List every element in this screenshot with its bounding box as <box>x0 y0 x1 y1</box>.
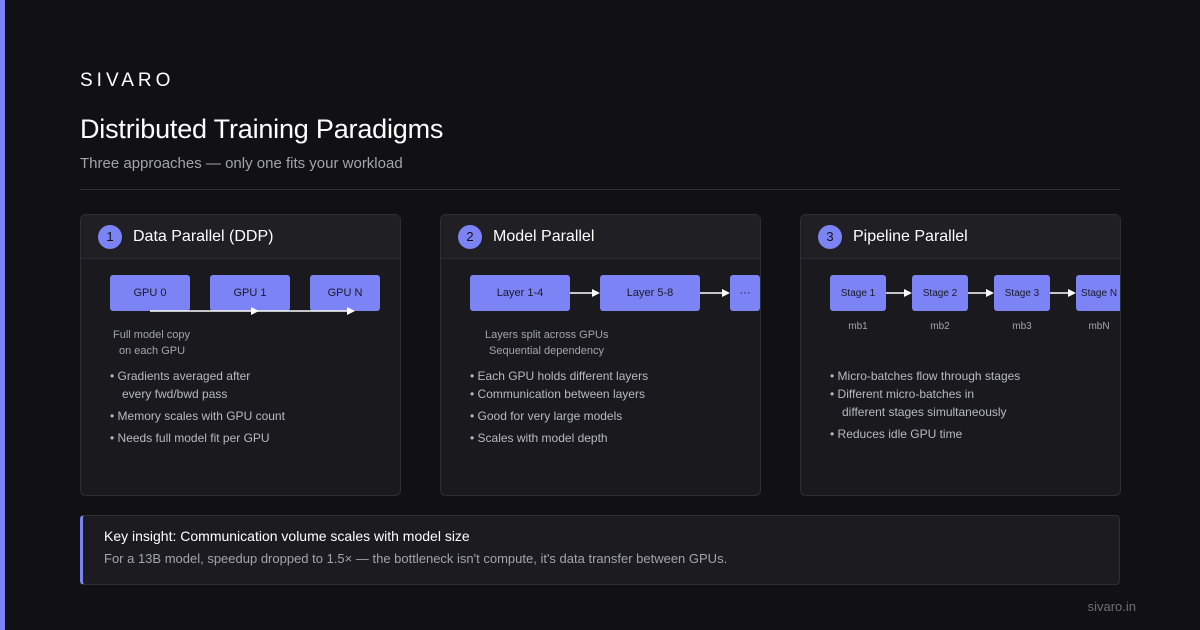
bullet-item: • Different micro-batches in <box>830 387 975 401</box>
caption-line: Layers split across GPUs <box>485 329 609 341</box>
sync-arrows <box>150 307 355 315</box>
card-title: Data Parallel (DDP) <box>133 227 274 245</box>
bullet-item-continuation: different stages simultaneously <box>842 405 1007 419</box>
bullet-item: • Good for very large models <box>470 409 623 423</box>
step-number-badge: 2 <box>458 224 482 249</box>
stage-arrows <box>886 289 1076 297</box>
footer-url: sivaro.in <box>1087 599 1136 614</box>
brand-logo: SIVARO <box>80 70 175 91</box>
stage-box-2: Stage 2 <box>912 275 968 311</box>
insight-title: Key insight: Communication volume scales… <box>104 528 470 544</box>
gpu-box-n: GPU N <box>310 275 380 311</box>
bullet-item: • Micro-batches flow through stages <box>830 369 1021 383</box>
page-subtitle: Three approaches — only one fits your wo… <box>80 155 403 172</box>
page-title: Distributed Training Paradigms <box>80 114 444 144</box>
card-header: 1 Data Parallel (DDP) <box>81 215 400 259</box>
stage-box-1: Stage 1 <box>830 275 886 311</box>
micro-batch-label: mbN <box>1088 321 1110 332</box>
bullet-item: • Needs full model fit per GPU <box>110 431 270 445</box>
stage-box-n: Stage N <box>1076 275 1120 311</box>
divider <box>80 189 1120 190</box>
card-title: Pipeline Parallel <box>853 227 968 245</box>
gpu-box-1: GPU 1 <box>210 275 290 311</box>
step-number-badge: 3 <box>818 224 842 249</box>
micro-batch-label: mb3 <box>1012 321 1032 332</box>
bullet-item-continuation: every fwd/bwd pass <box>122 387 228 401</box>
bullet-item: • Memory scales with GPU count <box>110 409 285 423</box>
layer-box-1-4: Layer 1-4 <box>470 275 570 311</box>
bullet-item: • Each GPU holds different layers <box>470 369 649 383</box>
bullet-item: • Communication between layers <box>470 387 645 401</box>
layer-box-ellipsis: ··· <box>730 275 760 311</box>
bullet-item: • Reduces idle GPU time <box>830 427 963 441</box>
bullet-item: • Scales with model depth <box>470 431 608 445</box>
card-data-parallel: 1 Data Parallel (DDP) GPU 0 GPU 1 GPU N … <box>80 214 401 496</box>
card-header: 3 Pipeline Parallel <box>801 215 1120 259</box>
layer-box-5-8: Layer 5-8 <box>600 275 700 311</box>
stage-box-3: Stage 3 <box>994 275 1050 311</box>
insight-body: For a 13B model, speedup dropped to 1.5×… <box>104 551 728 566</box>
key-insight-callout: Key insight: Communication volume scales… <box>80 515 1120 585</box>
card-header: 2 Model Parallel <box>441 215 760 259</box>
layer-arrows <box>570 289 730 297</box>
micro-batch-label: mb1 <box>848 321 868 332</box>
micro-batch-label: mb2 <box>930 321 950 332</box>
bullet-item: • Gradients averaged after <box>110 369 251 383</box>
card-title: Model Parallel <box>493 227 595 245</box>
card-pipeline-parallel: 3 Pipeline Parallel Stage 1 Stage 2 Stag… <box>800 214 1121 496</box>
caption-line: Full model copy <box>113 329 191 341</box>
gpu-box-0: GPU 0 <box>110 275 190 311</box>
step-number-badge: 1 <box>98 224 122 249</box>
caption-line: Sequential dependency <box>489 345 604 357</box>
card-model-parallel: 2 Model Parallel Layer 1-4 Layer 5-8 ···… <box>440 214 761 496</box>
accent-bar <box>0 0 5 630</box>
caption-line: on each GPU <box>119 345 186 357</box>
